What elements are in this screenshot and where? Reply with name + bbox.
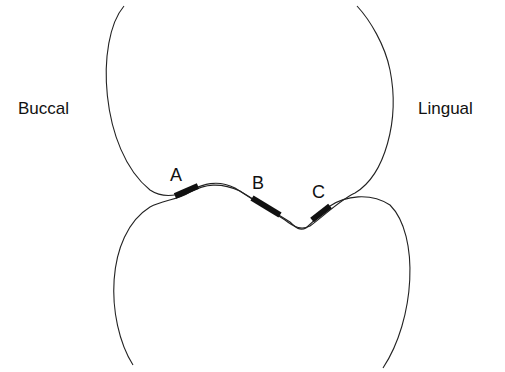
lower-tooth-outline [114,185,410,368]
contact-letter: B [252,174,264,192]
contact-letter: A [170,166,182,184]
upper-tooth-outline [106,6,393,228]
contact-mark [312,206,330,220]
side-label: Lingual [418,100,473,117]
side-label: Buccal [18,100,69,117]
contact-mark [175,186,198,196]
contact-letter: C [312,183,325,201]
contact-mark [252,198,280,215]
